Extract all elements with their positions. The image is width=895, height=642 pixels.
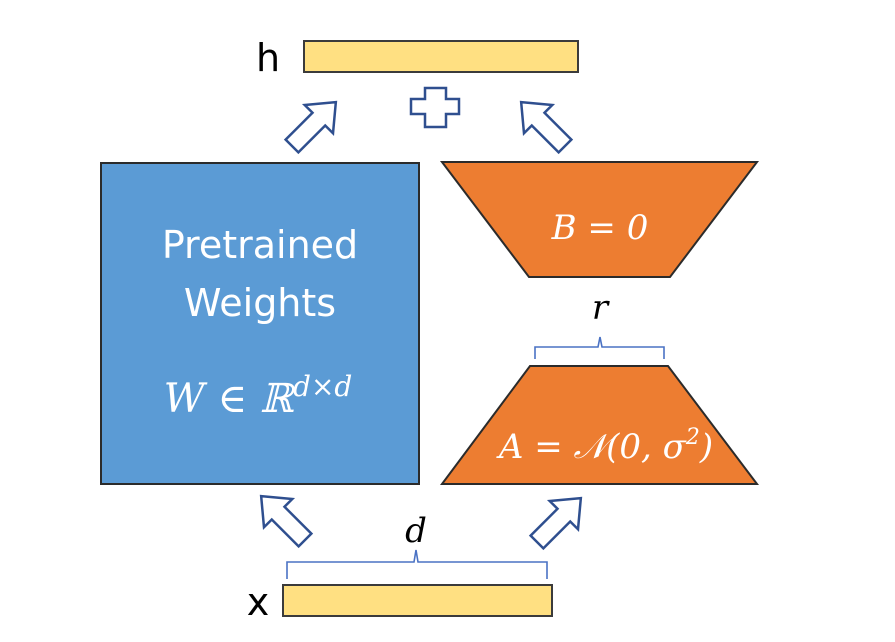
arrow-up-right-icon <box>521 482 597 558</box>
b-matrix-formula: B = 0 <box>551 208 649 248</box>
arrow-up-left-icon <box>505 86 581 162</box>
weight-matrix-formula-sup: d×d <box>293 370 352 403</box>
plus-icon <box>409 86 461 129</box>
h-label: h <box>256 36 280 80</box>
weight-matrix-formula-main: W ∈ ℝ <box>164 376 296 422</box>
weight-matrix-formula: W ∈ ℝd×d <box>164 370 353 422</box>
a-matrix-formula-sup: 2 <box>685 425 700 450</box>
a-matrix-formula: A = 𝒩(0, σ2) <box>496 425 713 467</box>
arrow-up-left-icon <box>245 480 321 556</box>
arrow-up-right-icon <box>276 86 352 162</box>
input-x-bar <box>282 584 553 617</box>
a-matrix-formula-main: A = 𝒩(0, σ <box>496 427 687 467</box>
x-label: x <box>247 580 270 624</box>
output-h-bar <box>303 40 579 73</box>
pretrained-title-line2: Weights <box>184 281 336 325</box>
a-matrix-trapezoid <box>440 365 760 485</box>
dimension-d-brace <box>286 549 548 579</box>
pretrained-title-line1: Pretrained <box>162 223 358 267</box>
dimension-d-label: d <box>405 511 427 551</box>
pretrained-weights-block <box>100 162 420 485</box>
rank-r-label: r <box>592 288 610 328</box>
a-matrix-formula-end: ) <box>699 427 713 467</box>
b-matrix-trapezoid <box>439 161 760 278</box>
rank-r-brace <box>534 336 665 359</box>
